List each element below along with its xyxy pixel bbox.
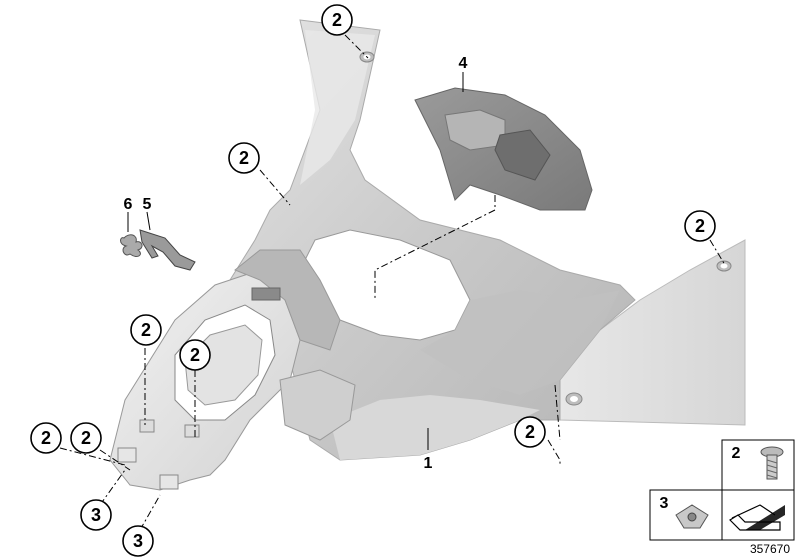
cover-part	[414, 87, 593, 211]
svg-text:2: 2	[695, 216, 705, 236]
right-side-panel	[559, 239, 746, 426]
arrow-icon	[729, 504, 785, 531]
callout-2-bracket-left: 2	[130, 314, 162, 346]
label-spring-number: 6	[124, 196, 133, 213]
svg-text:2: 2	[141, 320, 151, 340]
lower-bracket	[109, 249, 356, 491]
callout-2-top: 2	[321, 4, 353, 36]
svg-text:2: 2	[525, 422, 535, 442]
svg-text:3: 3	[91, 505, 101, 525]
callout-2-upper-left: 2	[228, 142, 260, 174]
callout-2-lower-right: 2	[514, 416, 546, 448]
latch-part	[139, 229, 196, 271]
svg-text:3: 3	[133, 531, 143, 551]
callout-3-left: 3	[80, 499, 112, 531]
label-latch-number: 5	[143, 196, 152, 213]
clip-nut-icon	[675, 504, 709, 529]
svg-text:2: 2	[190, 345, 200, 365]
label-cover-number: 4	[459, 55, 468, 72]
legend-clip-nut-label: 3	[660, 495, 669, 512]
leader-lines	[59, 34, 726, 531]
document-number: 357670	[750, 542, 790, 556]
callout-3-bottom: 3	[122, 525, 154, 557]
parts-legend: 2 3	[649, 439, 795, 541]
screw-icon	[760, 446, 784, 480]
svg-text:2: 2	[81, 428, 91, 448]
svg-text:2: 2	[332, 10, 342, 30]
callout-2-bracket-right: 2	[179, 339, 211, 371]
main-fairing-part	[229, 19, 636, 461]
callout-2-bottom-left-a: 2	[30, 422, 62, 454]
spring-part	[120, 234, 143, 257]
label-fairing-number: 1	[424, 455, 433, 472]
legend-screw-label: 2	[732, 445, 741, 462]
callout-2-right: 2	[684, 210, 716, 242]
callout-2-bottom-left-b: 2	[70, 422, 102, 454]
svg-text:2: 2	[239, 148, 249, 168]
svg-text:2: 2	[41, 428, 51, 448]
